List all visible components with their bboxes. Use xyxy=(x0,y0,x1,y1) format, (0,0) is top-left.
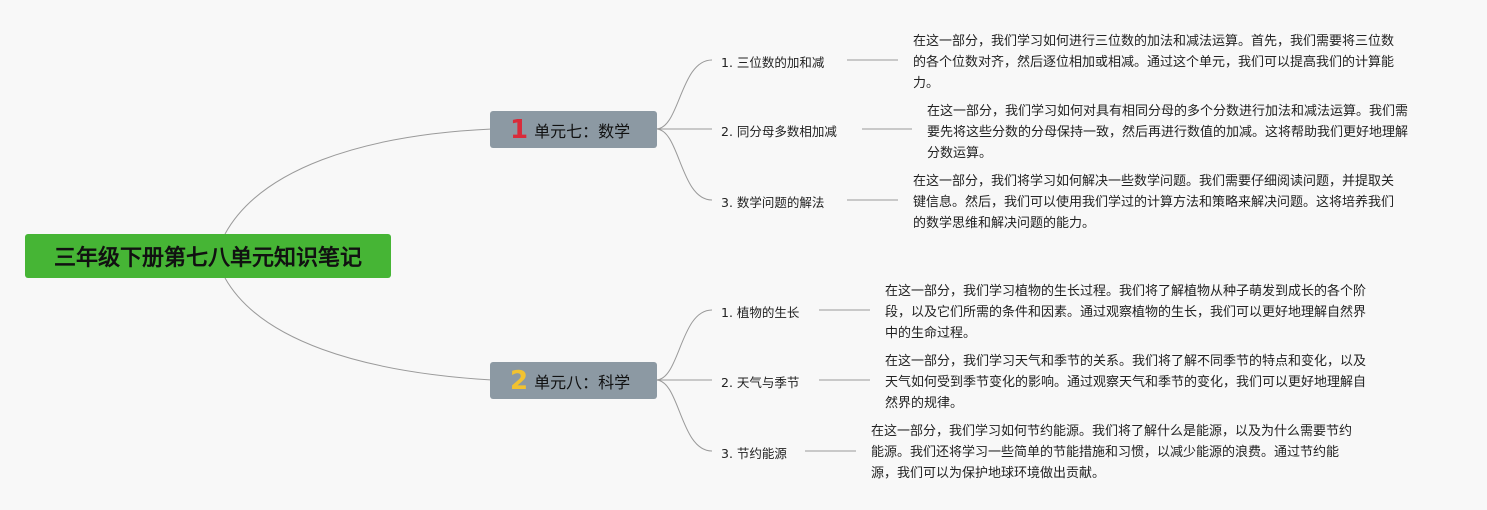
branch-1-to-topic-1-line xyxy=(655,59,713,130)
branch-label: 单元八：科学 xyxy=(534,372,631,392)
root-to-branch-1-line xyxy=(224,128,493,235)
branch-2-to-topic-1-line xyxy=(655,309,713,381)
topic-math-problem-solving[interactable]: 3. 数学问题的解法 xyxy=(721,195,825,210)
description-weather-and-seasons[interactable]: 在这一部分，我们学习天气和季节的关系。我们将了解不同季节的特点和变化，以及天气如… xyxy=(885,354,1367,411)
description-same-denominator-fractions[interactable]: 在这一部分，我们学习如何对具有相同分母的多个分数进行加法和减法运算。我们需要先将… xyxy=(927,104,1409,161)
description-plant-growth[interactable]: 在这一部分，我们学习植物的生长过程。我们将了解植物从种子萌发到成长的各个阶段，以… xyxy=(885,284,1367,341)
topic-plant-growth[interactable]: 1. 植物的生长 xyxy=(721,305,800,320)
description-math-problem-solving[interactable]: 在这一部分，我们将学习如何解决一些数学问题。我们需要仔细阅读问题，并提取关键信息… xyxy=(913,174,1395,231)
description-save-energy[interactable]: 在这一部分，我们学习如何节约能源。我们将了解什么是能源，以及为什么需要节约能源。… xyxy=(871,424,1353,481)
root-topic[interactable]: 三年级下册第七八单元知识笔记 xyxy=(25,234,391,278)
topic-same-denominator-fractions[interactable]: 2. 同分母多数相加减 xyxy=(721,124,837,139)
branch-number-1: 1 xyxy=(510,114,529,145)
branch-label: 单元七：数学 xyxy=(534,121,631,141)
branch-unit-7[interactable]: 1 单元七：数学 xyxy=(490,111,657,148)
topic-three-digit-add-subtract[interactable]: 1. 三位数的加和减 xyxy=(721,55,825,70)
branch-2-to-topic-3-line xyxy=(655,379,713,452)
root-to-branch-2-line xyxy=(224,277,493,381)
topic-weather-and-seasons[interactable]: 2. 天气与季节 xyxy=(721,375,800,390)
root-title: 三年级下册第七八单元知识笔记 xyxy=(53,246,362,271)
branch-unit-8[interactable]: 2 单元八：科学 xyxy=(490,362,657,399)
branch-1-to-topic-3-line xyxy=(655,128,713,201)
topic-save-energy[interactable]: 3. 节约能源 xyxy=(721,446,787,461)
branch-number-2: 2 xyxy=(510,365,529,396)
description-three-digit-add-subtract[interactable]: 在这一部分，我们学习如何进行三位数的加法和减法运算。首先，我们需要将三位数的各个… xyxy=(913,34,1395,91)
